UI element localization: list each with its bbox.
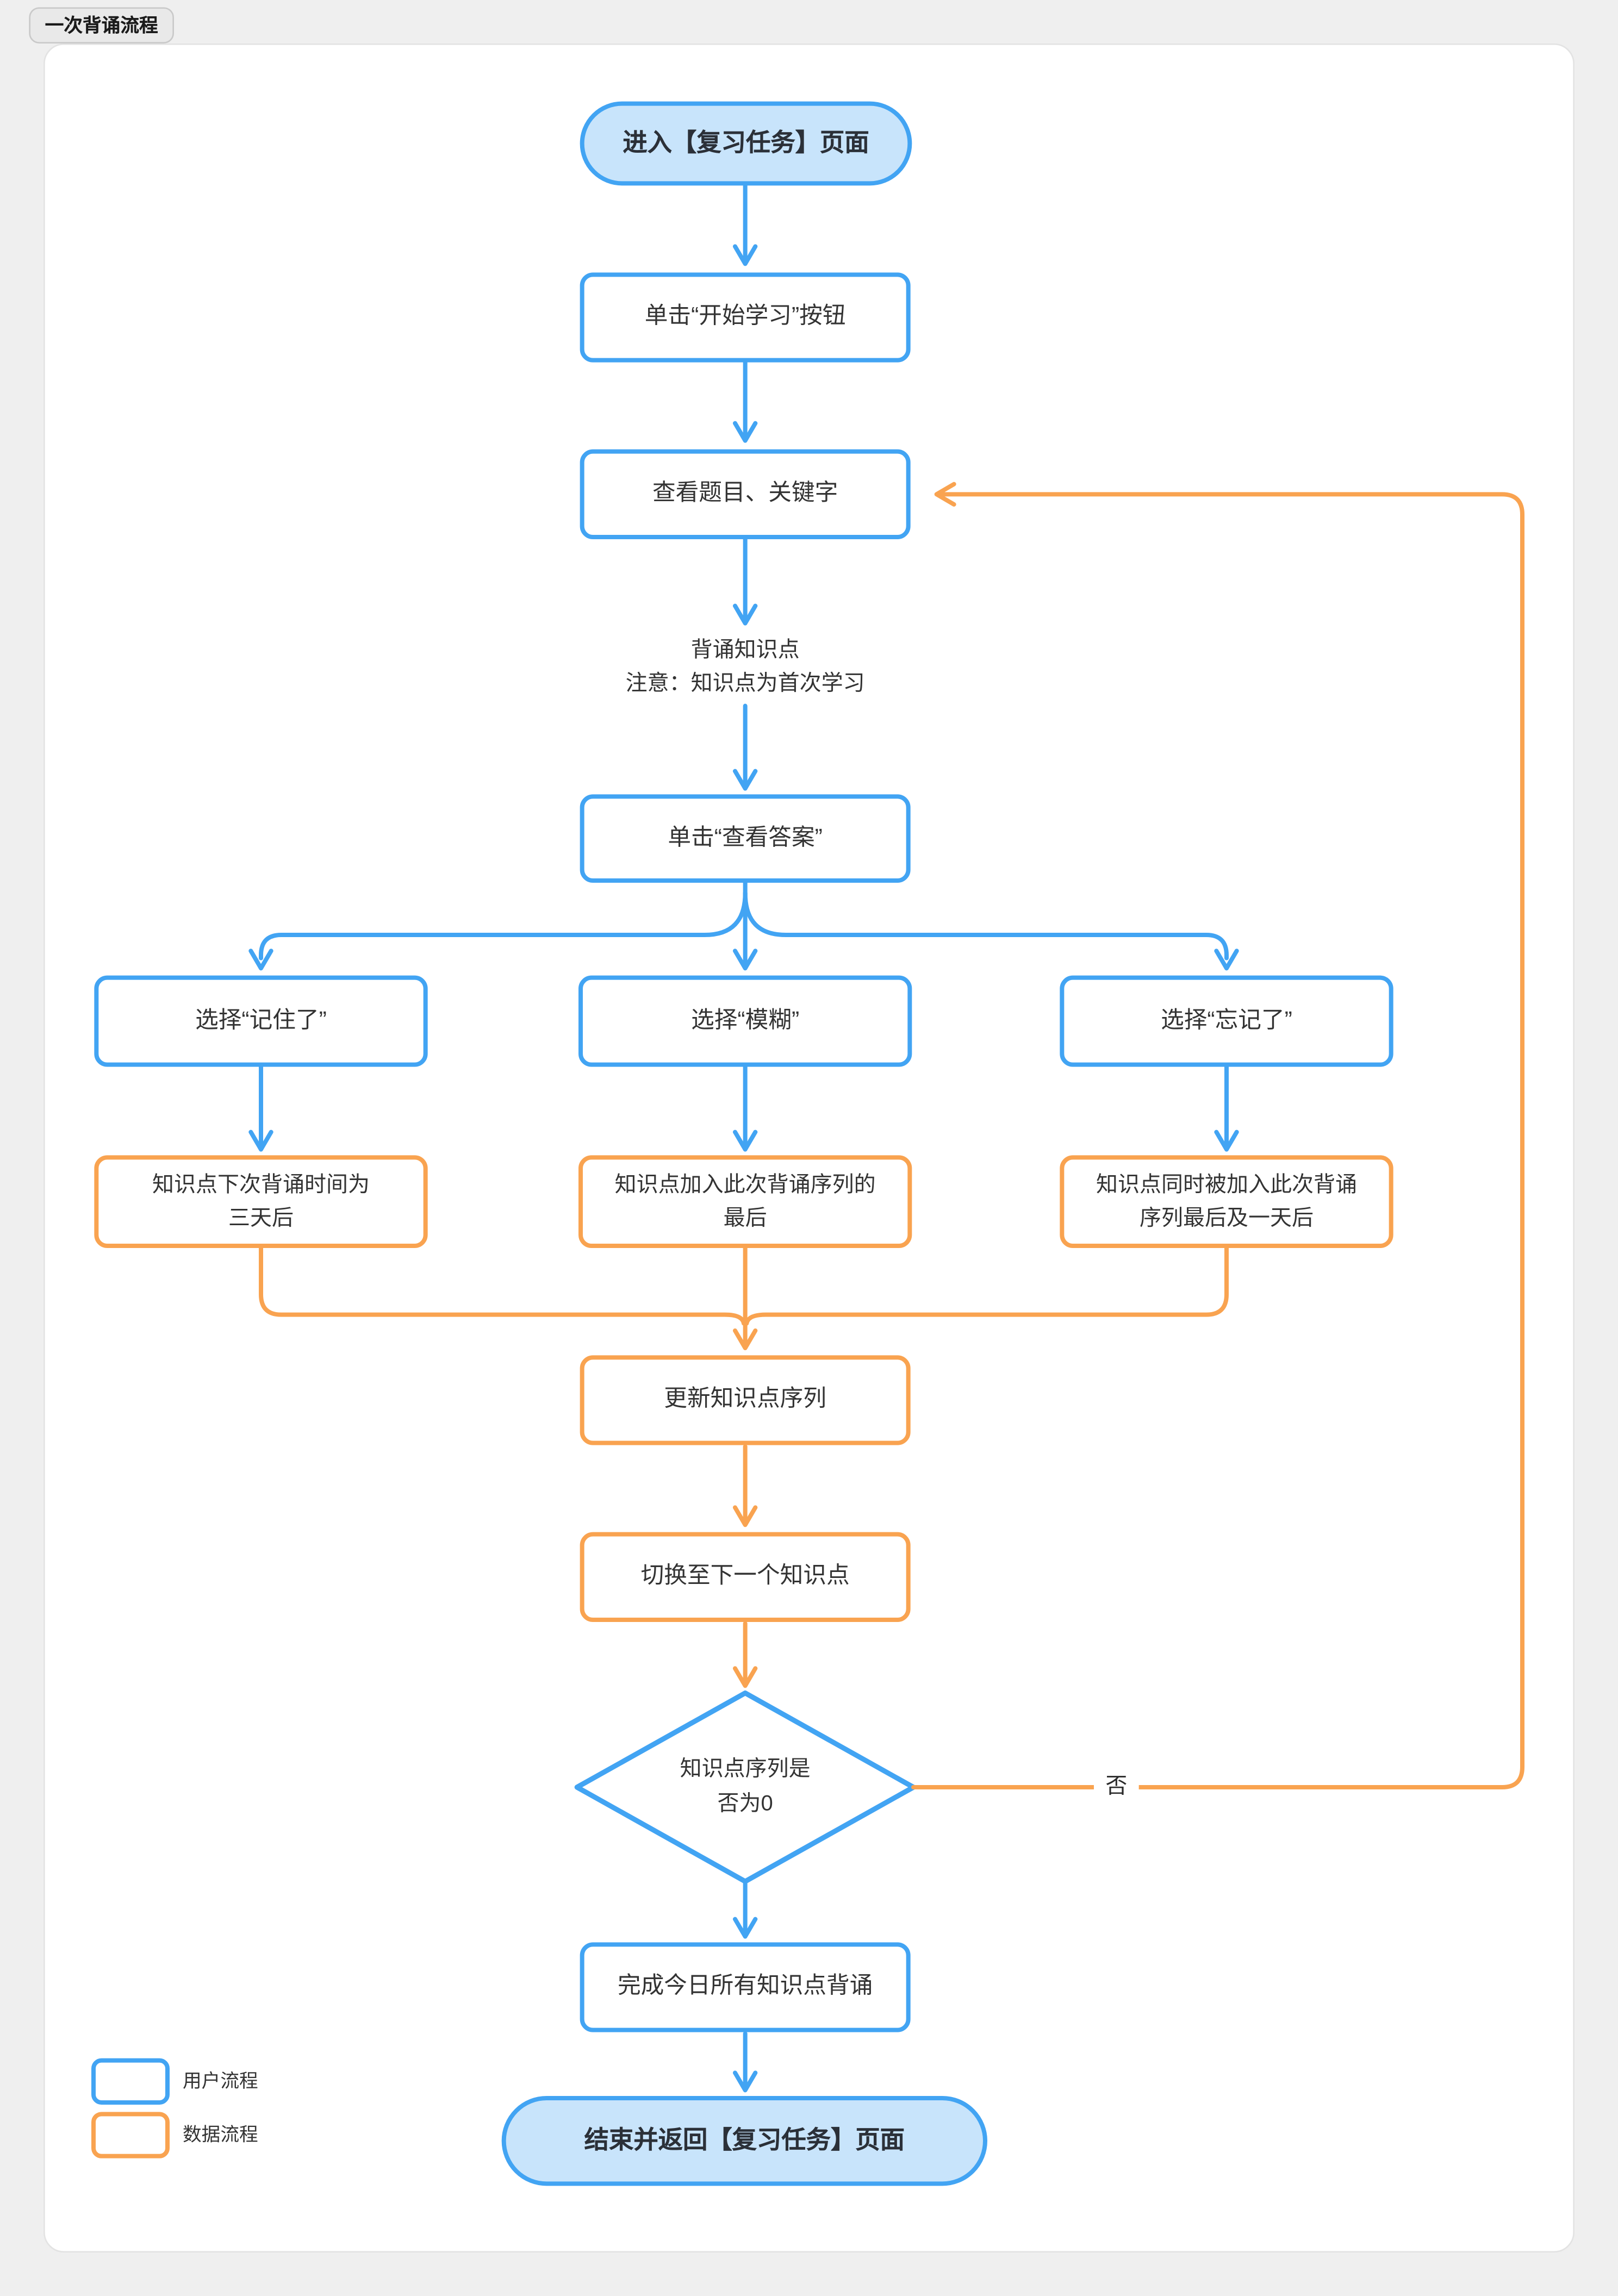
node-choose-remembered[interactable]: 选择“记住了” (94, 975, 428, 1067)
node-result-forgot[interactable]: 知识点同时被加入此次背诵 序列最后及一天后 (1060, 1155, 1393, 1248)
node-choose-forgot[interactable]: 选择“忘记了” (1060, 975, 1393, 1067)
title-badge: 一次背诵流程 (29, 7, 175, 43)
node-start[interactable]: 进入【复习任务】页面 (580, 101, 912, 186)
legend-user-flow-label: 用户流程 (183, 2070, 258, 2092)
node-decision-sequence-zero[interactable]: 知识点序列是 否为0 (680, 1757, 811, 1817)
node-result-vague[interactable]: 知识点加入此次背诵序列的 最后 (578, 1155, 912, 1248)
node-click-view-answer[interactable]: 单击“查看答案” (580, 794, 911, 883)
node-switch-next-point[interactable]: 切换至下一个知识点 (580, 1532, 911, 1622)
node-end-return[interactable]: 结束并返回【复习任务】页面 (501, 2096, 987, 2186)
note-recite-knowledge: 背诵知识点 注意：知识点为首次学习 (625, 638, 865, 696)
legend-data-flow-label: 数据流程 (183, 2123, 258, 2145)
flowchart-canvas (43, 43, 1575, 2253)
node-choose-vague[interactable]: 选择“模糊” (578, 975, 912, 1067)
edge-label-no: 否 (1093, 1771, 1139, 1804)
legend-user-flow-swatch (91, 2058, 170, 2105)
node-click-start-learning[interactable]: 单击“开始学习”按钮 (580, 272, 911, 363)
node-result-remembered[interactable]: 知识点下次背诵时间为 三天后 (94, 1155, 428, 1248)
legend-data-flow-swatch (91, 2112, 170, 2158)
node-update-sequence[interactable]: 更新知识点序列 (580, 1355, 911, 1445)
node-view-question-keywords[interactable]: 查看题目、关键字 (580, 449, 911, 539)
node-finish-today[interactable]: 完成今日所有知识点背诵 (580, 1942, 911, 2032)
